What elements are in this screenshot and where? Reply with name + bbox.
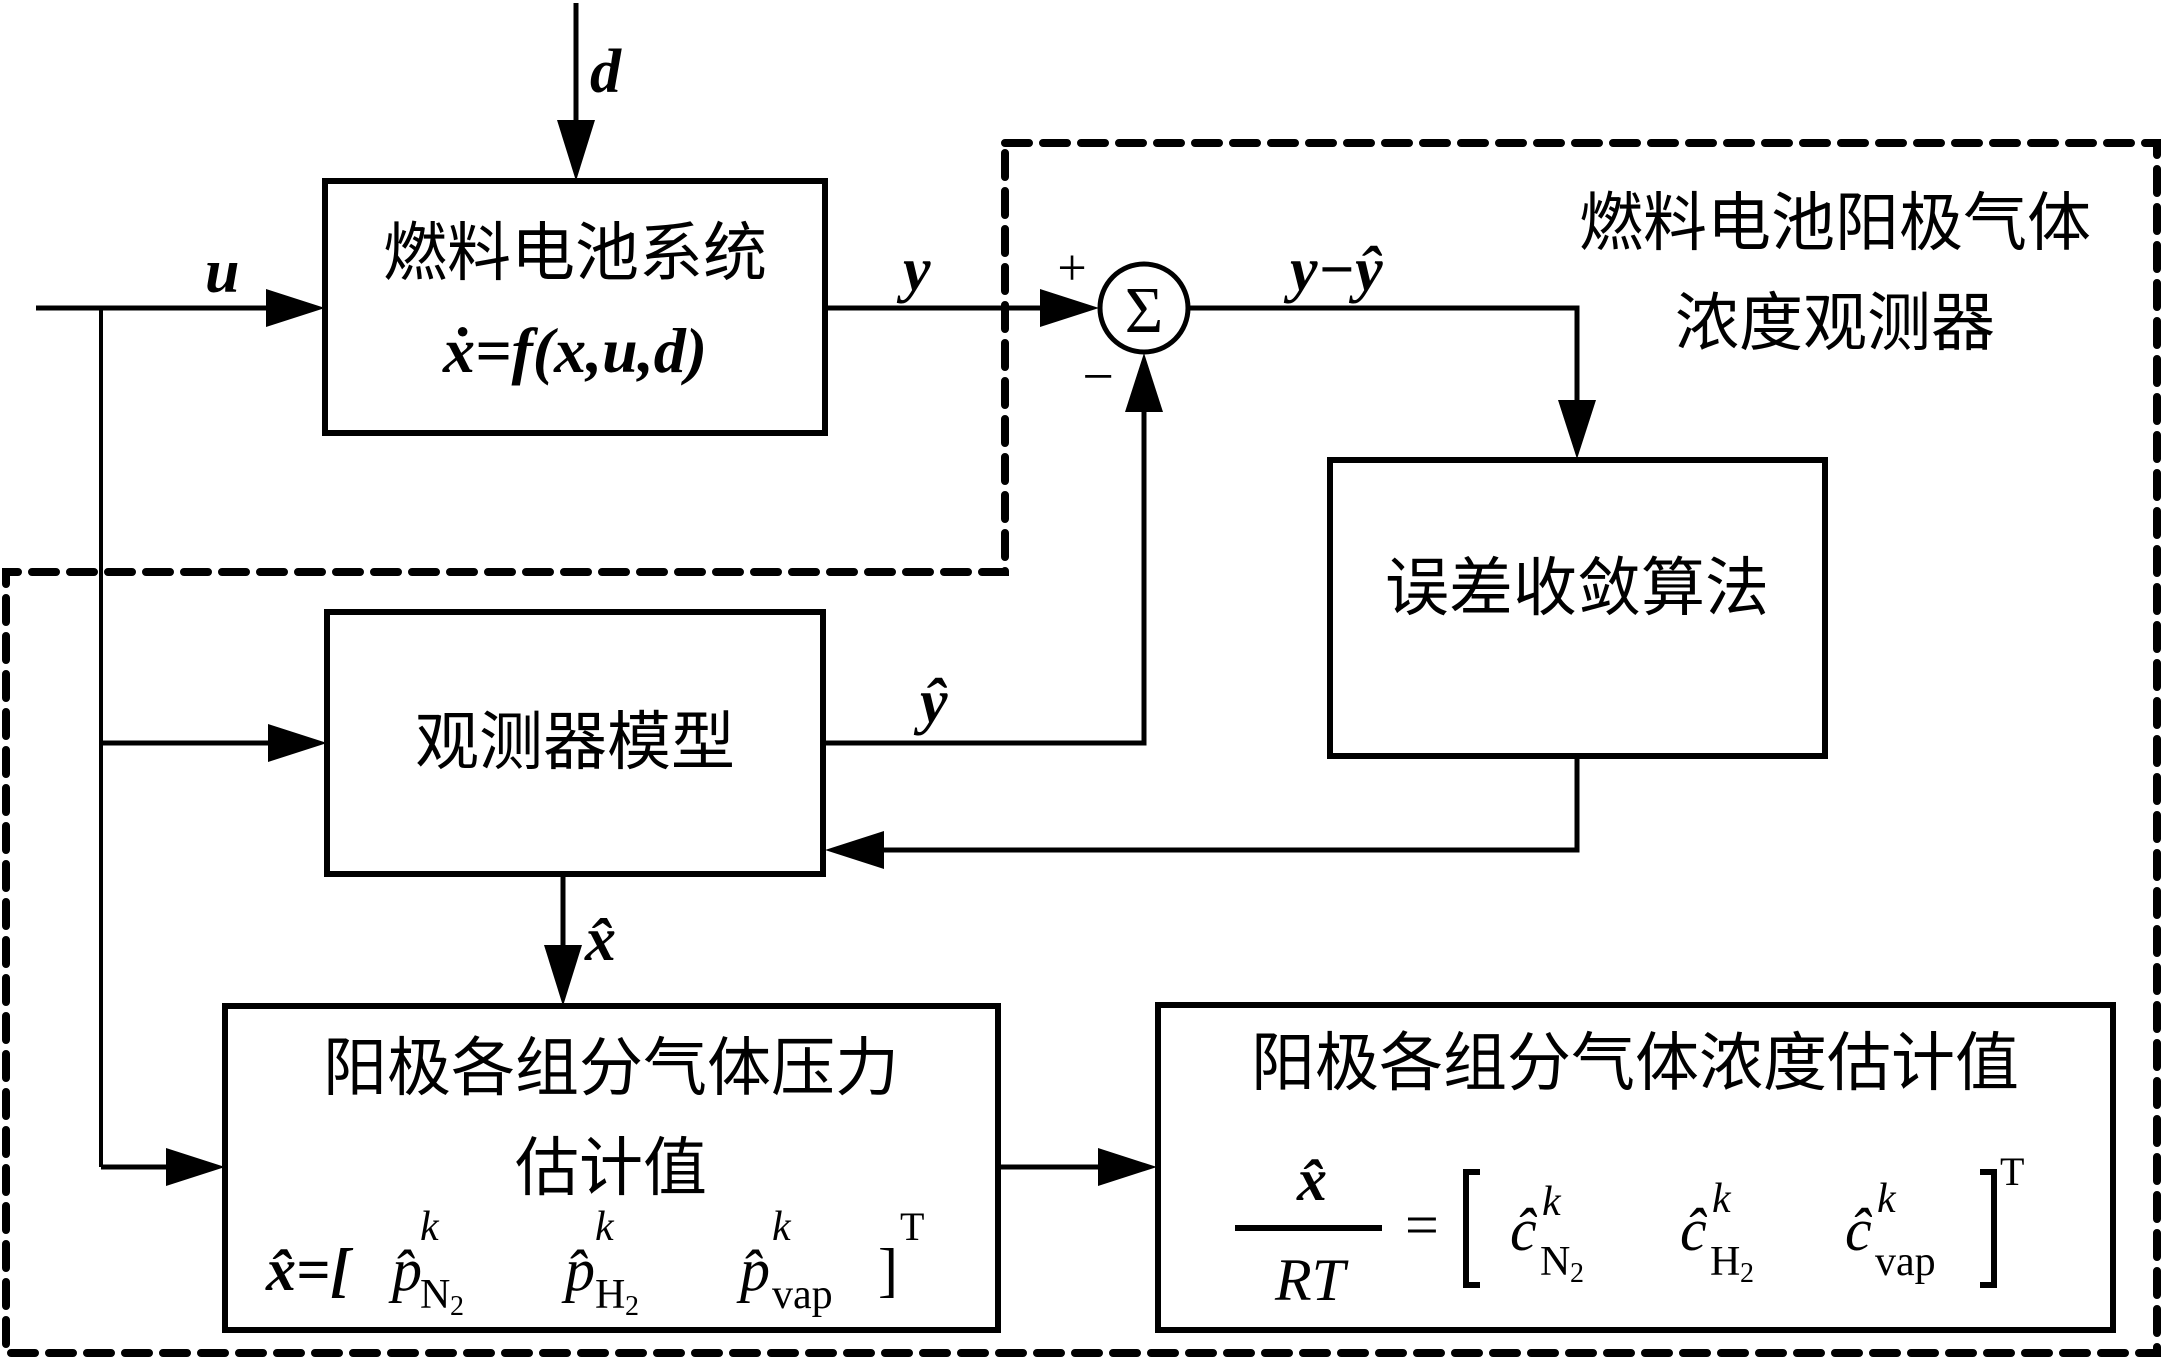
sum-plus-arrowhead <box>1040 289 1099 327</box>
error-arrowhead <box>1558 400 1596 459</box>
conc-term-h2-symbol: ĉ <box>1680 1197 1708 1263</box>
pressure-term-n2-sub: N <box>420 1272 450 1318</box>
pressure-eq-lhs: x̂=[ <box>265 1237 354 1303</box>
signal-label-error: y−ŷ <box>1283 236 1383 304</box>
error-wire <box>1188 305 1580 410</box>
pressure-input-arrowhead <box>166 1148 225 1186</box>
conc-left-bracket <box>1463 1169 1480 1288</box>
pressure-eq-close-bracket: ] <box>878 1237 898 1303</box>
observer-model-title: 观测器模型 <box>415 706 735 780</box>
pressure-estimate-block <box>222 1003 1001 1333</box>
observer-boundary-dashed <box>2 139 2161 1357</box>
feedback-arrowhead <box>825 831 884 869</box>
signal-label-yhat: ŷ <box>913 668 948 736</box>
conc-term-n2-sub2: 2 <box>1570 1258 1584 1289</box>
conc-term-h2-sub: H <box>1710 1239 1740 1285</box>
pressure-term-h2-sub2: 2 <box>625 1291 639 1322</box>
sigma-symbol: Σ <box>1125 274 1163 347</box>
pressure-term-vap-sup: k <box>772 1204 792 1250</box>
conc-right-bracket <box>1980 1169 1997 1288</box>
conc-eq-transpose: T <box>2000 1149 2024 1194</box>
plus-sign: + <box>1057 240 1086 297</box>
error-convergence-block <box>1327 457 1828 759</box>
error-convergence-title: 误差收敛算法 <box>1385 552 1769 626</box>
estimated-output-wire <box>823 410 1147 746</box>
sum-minus-arrowhead <box>1125 353 1163 412</box>
fuel-cell-system-title: 燃料电池系统 <box>383 217 767 291</box>
pressure-term-h2-symbol: p̂ <box>561 1237 595 1303</box>
fuel-cell-system-equation: ẋ=f(x,u,d) <box>442 315 707 386</box>
input-arrowhead <box>266 289 325 327</box>
signal-label-u: u <box>205 238 239 306</box>
conc-term-n2-sub: N <box>1540 1239 1570 1285</box>
disturbance-arrowhead <box>557 120 595 181</box>
pressure-term-n2-sup: k <box>420 1204 440 1250</box>
pressure-eq-transpose: T <box>900 1204 924 1249</box>
pressure-term-vap-sub: vap <box>772 1272 833 1318</box>
signal-label-y: y <box>896 236 931 304</box>
pressure-term-h2-sup: k <box>595 1204 615 1250</box>
observer-region-label-line2: 浓度观测器 <box>1675 287 1995 361</box>
pressure-to-concentration-arrowhead <box>1098 1148 1157 1186</box>
concentration-estimate-block <box>1155 1002 2116 1333</box>
concentration-estimate-title: 阳极各组分气体浓度估计值 <box>1251 1027 2019 1101</box>
pressure-term-vap-symbol: p̂ <box>736 1237 770 1303</box>
conc-term-vap-sup: k <box>1877 1176 1897 1222</box>
conc-frac-denominator: RT <box>1274 1247 1349 1313</box>
pressure-estimate-title-line1: 阳极各组分气体压力 <box>323 1032 899 1106</box>
pressure-estimate-equation: x̂=[ p̂ k N 2 p̂ k H 2 p̂ k vap ] T <box>265 1204 924 1322</box>
conc-term-h2-sub2: 2 <box>1740 1258 1754 1289</box>
feedback-wire <box>880 756 1580 853</box>
observer-region-label-line1: 燃料电池阳极气体 <box>1579 187 2091 261</box>
fuel-cell-system-block <box>322 178 828 436</box>
conc-term-h2-sup: k <box>1712 1176 1732 1222</box>
pressure-term-n2-symbol: p̂ <box>388 1237 422 1303</box>
signal-label-d: d <box>590 38 622 106</box>
pressure-term-n2-sub2: 2 <box>450 1291 464 1322</box>
conc-equals: = <box>1405 1192 1439 1258</box>
concentration-estimate-equation: x̂ RT = ĉ k N 2 ĉ k H 2 ĉ k vap T <box>1235 1147 2024 1313</box>
conc-term-vap-symbol: ĉ <box>1845 1197 1873 1263</box>
observer-input-arrowhead <box>268 724 327 762</box>
estimated-state-arrowhead <box>544 945 582 1006</box>
conc-term-n2-symbol: ĉ <box>1510 1197 1538 1263</box>
pressure-estimate-title-line2: 估计值 <box>515 1132 707 1206</box>
conc-term-vap-sub: vap <box>1875 1239 1936 1285</box>
signal-label-xhat: x̂ <box>584 906 616 974</box>
minus-sign: − <box>1082 346 1114 408</box>
conc-frac-numerator: x̂ <box>1296 1147 1327 1213</box>
conc-term-n2-sup: k <box>1542 1179 1562 1225</box>
pressure-term-h2-sub: H <box>595 1272 625 1318</box>
